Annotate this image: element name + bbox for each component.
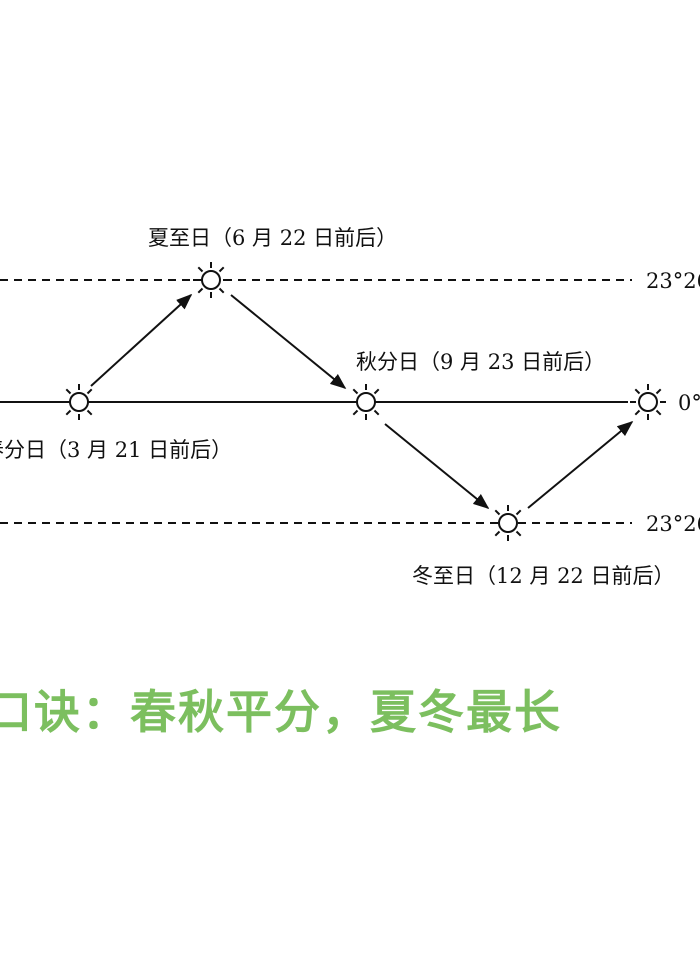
sun-icon-autumn-equinox xyxy=(347,383,385,421)
sun-icon-next-spring-equinox xyxy=(629,383,667,421)
arrow-summer-to-autumn xyxy=(230,294,347,390)
mnemonic-text: 口诀：春秋平分，夏冬最长 xyxy=(0,685,562,739)
sun-icon-spring-equinox xyxy=(60,383,98,421)
tropic-south-label: 23°26′S xyxy=(646,512,700,536)
spring-equinox-label: 春分日（3 月 21 日前后） xyxy=(0,438,232,462)
winter-solstice-label: 冬至日（12 月 22 日前后） xyxy=(412,564,674,588)
tropic-north-label: 23°26′N xyxy=(646,269,700,293)
autumn-equinox-label: 秋分日（9 月 23 日前后） xyxy=(356,350,605,374)
summer-solstice-label: 夏至日（6 月 22 日前后） xyxy=(148,226,397,250)
arrow-spring-to-summer xyxy=(90,293,193,387)
equator-label: 0° xyxy=(678,391,700,415)
arrow-autumn-to-winter xyxy=(384,423,490,510)
sun-icon-summer-solstice xyxy=(192,261,230,299)
arrow-winter-to-spring xyxy=(527,420,634,509)
sun-icon-winter-solstice xyxy=(489,504,527,542)
